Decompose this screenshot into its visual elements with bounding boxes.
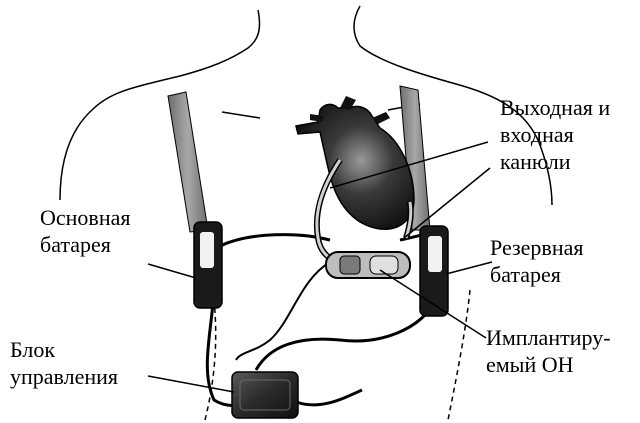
left-strap (168, 92, 208, 232)
main-battery (194, 222, 222, 308)
label-control-unit: Блок управления (10, 336, 118, 390)
reserve-battery (420, 226, 448, 316)
heart (296, 96, 414, 229)
label-reserve-battery: Резервная батарея (490, 234, 583, 288)
label-implanted-pump: Имплантиру- емый ОН (486, 324, 611, 378)
control-unit (232, 372, 298, 418)
label-main-battery: Основная батарея (40, 204, 130, 258)
body-outline (60, 6, 552, 420)
implanted-pump (326, 252, 410, 278)
label-cannulas: Выходная и входная канюли (500, 94, 610, 175)
